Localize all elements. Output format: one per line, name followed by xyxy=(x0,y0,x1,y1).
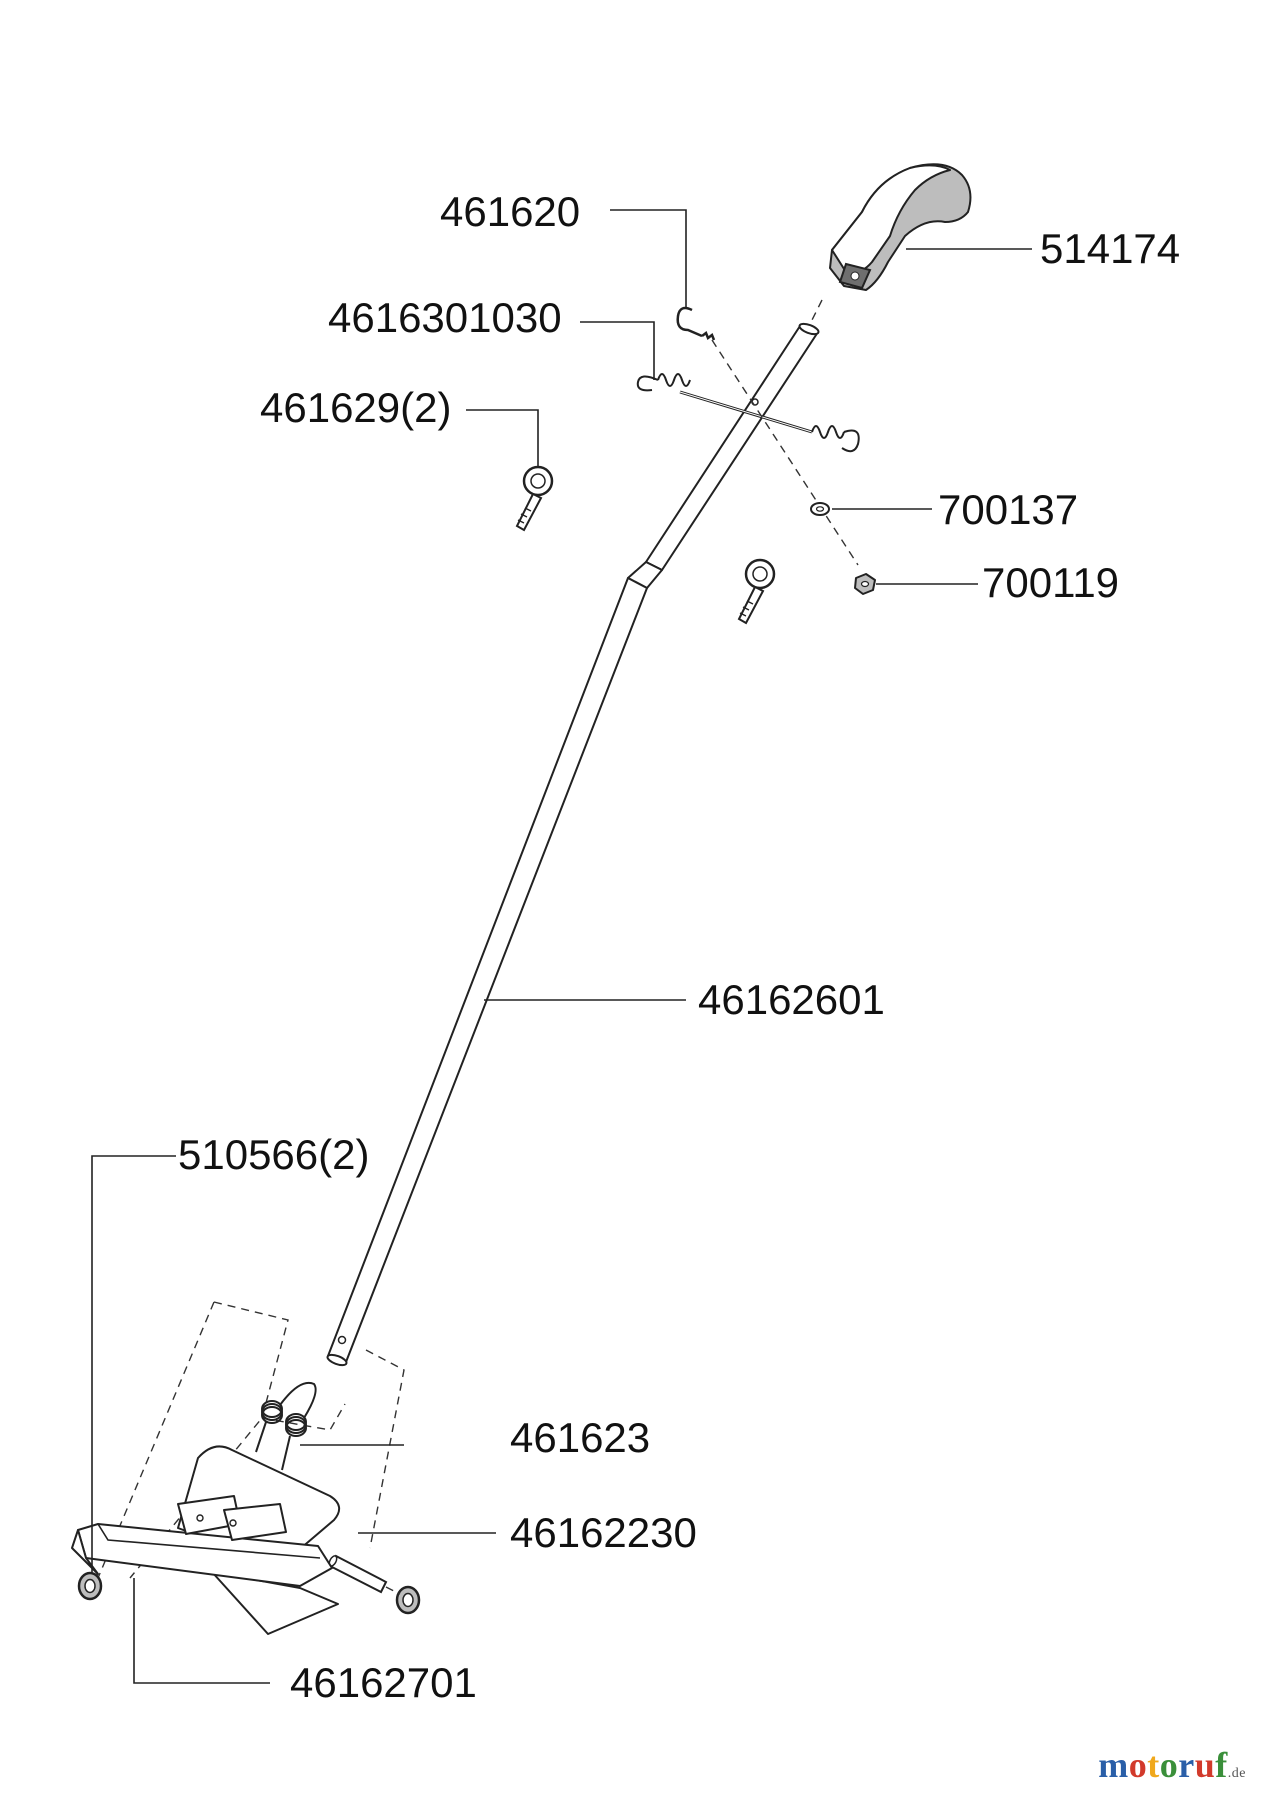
axle-pin xyxy=(328,1554,401,1595)
label-eye-bolt: 461629(2) xyxy=(260,384,451,431)
label-handle-bar: 46162601 xyxy=(698,976,885,1023)
watermark-letter-2: o xyxy=(1128,1745,1148,1785)
torsion-spring xyxy=(255,1382,317,1471)
watermark-logo: motoruf.de xyxy=(1098,1744,1246,1786)
label-hook: 461620 xyxy=(440,188,580,235)
label-washer: 700137 xyxy=(938,486,1078,533)
label-axle: 46162230 xyxy=(510,1509,697,1556)
label-spring: 4616301030 xyxy=(328,294,562,341)
watermark-letter-4: o xyxy=(1159,1745,1179,1785)
fastener-dash xyxy=(711,339,859,566)
bushing-left xyxy=(77,1571,103,1601)
handle-grip xyxy=(829,163,972,291)
handle-bar xyxy=(326,322,820,1367)
eye-bolt-2 xyxy=(737,558,776,625)
label-grip: 514174 xyxy=(1040,225,1180,272)
watermark-letter-6: u xyxy=(1194,1745,1216,1785)
hook-part xyxy=(676,306,716,341)
eye-bolt-1 xyxy=(515,465,554,532)
part-labels: 461620 514174 4616301030 461629(2) 70013… xyxy=(178,188,1180,1706)
label-torsion-spring: 461623 xyxy=(510,1414,650,1461)
label-bushing: 510566(2) xyxy=(178,1131,369,1178)
watermark-letter-5: r xyxy=(1178,1745,1195,1785)
grip-dash xyxy=(807,299,823,329)
watermark-letter-7: f xyxy=(1215,1745,1228,1785)
nut-part xyxy=(854,573,876,595)
label-scraper: 46162701 xyxy=(290,1659,477,1706)
label-nut: 700119 xyxy=(982,559,1119,606)
watermark-domain: .de xyxy=(1227,1766,1246,1781)
tension-spring xyxy=(636,373,860,453)
bushing-right xyxy=(395,1585,421,1615)
watermark-letter-1: m xyxy=(1098,1745,1129,1785)
scraper-plate xyxy=(71,1445,341,1635)
leader-lines xyxy=(91,209,1032,1684)
watermark-letter-3: t xyxy=(1147,1745,1160,1785)
